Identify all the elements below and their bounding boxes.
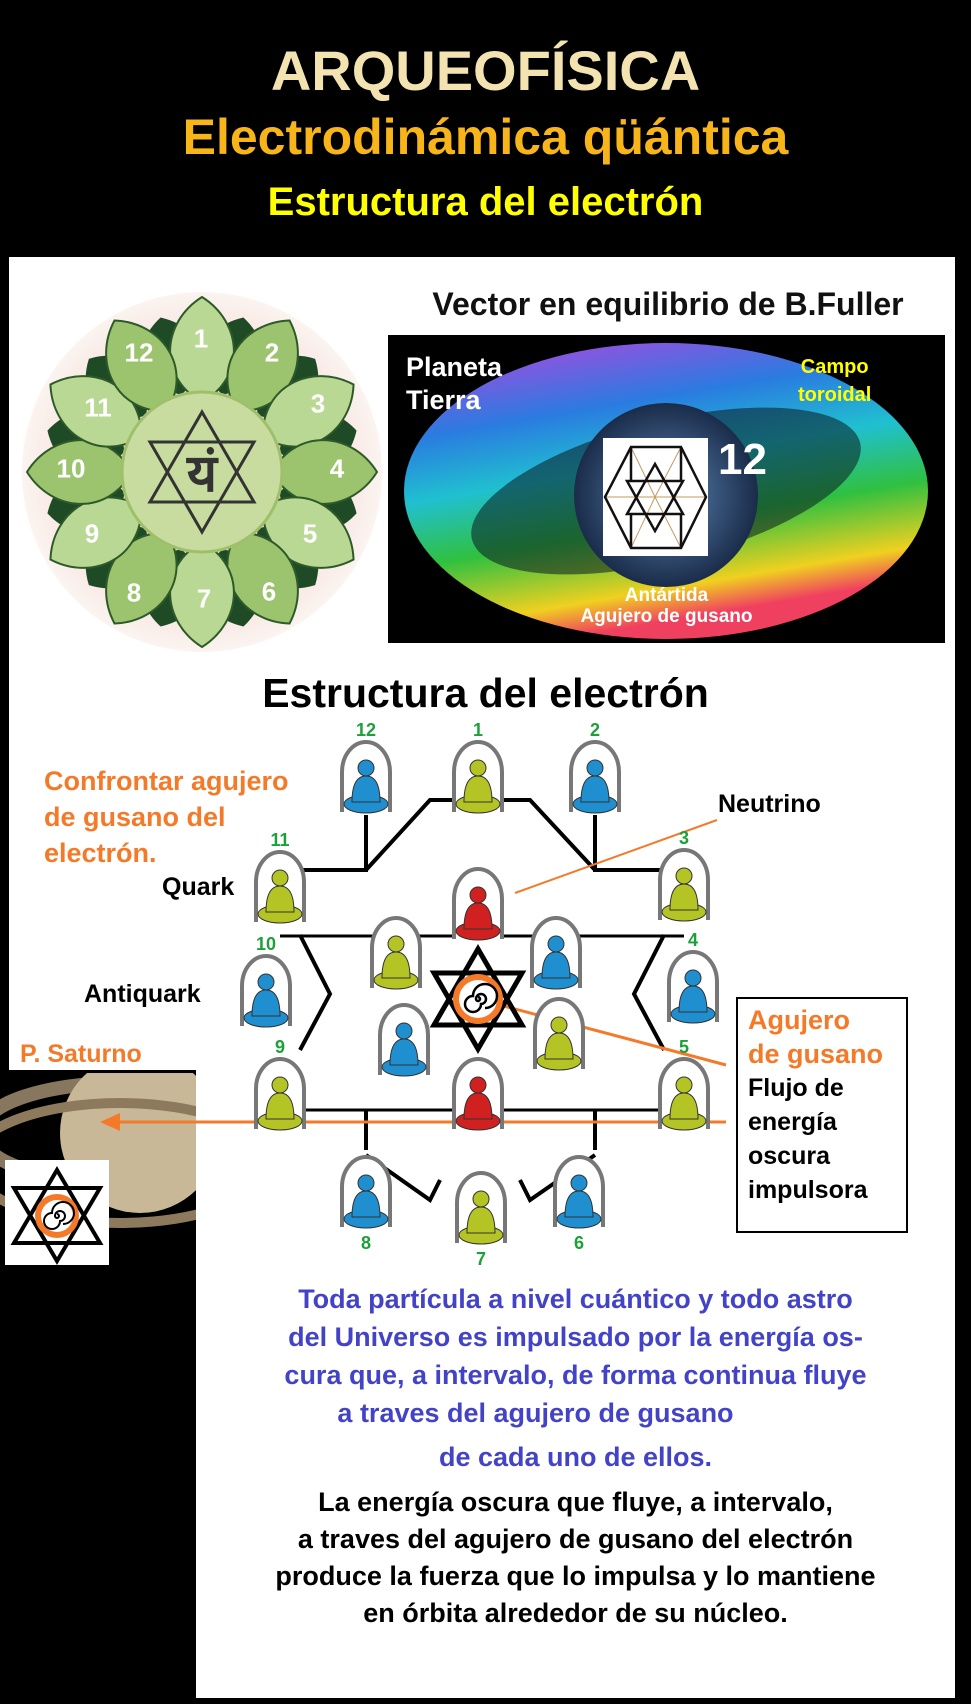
particle-number: 9 — [274, 1037, 286, 1057]
particle-number: 2 — [589, 720, 601, 740]
particle-number: 8 — [360, 1233, 372, 1253]
particle-number: 10 — [255, 934, 277, 954]
lotus-petal-number: 12 — [124, 337, 154, 368]
subtitle-2: Estructura del electrón — [267, 180, 704, 224]
lotus-petal-number: 1 — [193, 323, 209, 354]
wormhole-label: Agujero de gusano — [580, 606, 753, 627]
particle-number: 3 — [678, 828, 690, 848]
lotus-petal-number: 7 — [196, 583, 212, 614]
lotus-chakra-image: यं — [22, 292, 382, 652]
lotus-petal — [105, 319, 178, 413]
subtitle: Electrodinámica qüántica — [182, 109, 789, 165]
lotus-petal-number: 6 — [261, 576, 277, 607]
fuller-heading: Vector en equilibrio de B.Fuller — [432, 286, 904, 322]
lotus-petal-number: 8 — [126, 577, 142, 608]
lotus-petal-number: 4 — [329, 453, 345, 484]
particle-number: 11 — [270, 830, 290, 850]
black-paragraph: La energía oscura que fluye, a intervalo… — [275, 1487, 876, 1628]
particle-number: 12 — [355, 720, 377, 740]
blue-paragraph: Toda partícula a nivel cuántico y todo a… — [284, 1284, 867, 1472]
cuboctahedron-icon — [603, 438, 708, 556]
antiquark-label: Antiquark — [84, 980, 201, 1008]
lotus-petal-number: 3 — [310, 388, 326, 419]
diagram-title: Estructura del electrón — [262, 670, 709, 716]
particle-number: 6 — [573, 1233, 585, 1253]
lotus-center-glyph: यं — [186, 444, 219, 504]
neutrino-label: Neutrino — [718, 790, 821, 818]
south-label: Antártida — [624, 585, 709, 606]
particle-number: 7 — [475, 1249, 487, 1269]
particle-number: 5 — [678, 1037, 690, 1057]
header — [0, 0, 971, 257]
main-title: ARQUEOFÍSICA — [270, 39, 701, 102]
count-label: 12 — [718, 435, 767, 484]
lotus-petal-number: 11 — [84, 392, 112, 423]
lotus-petal-number: 5 — [302, 518, 318, 549]
saturn-image — [0, 1073, 196, 1265]
particle-number: 4 — [687, 930, 699, 950]
lotus-petal-number: 9 — [84, 518, 100, 549]
particle-number: 1 — [472, 720, 484, 740]
saturn-label: P. Saturno — [20, 1040, 142, 1068]
quark-label: Quark — [162, 873, 235, 901]
lotus-petal-number: 10 — [56, 453, 86, 484]
lotus-petal-number: 2 — [264, 337, 280, 368]
